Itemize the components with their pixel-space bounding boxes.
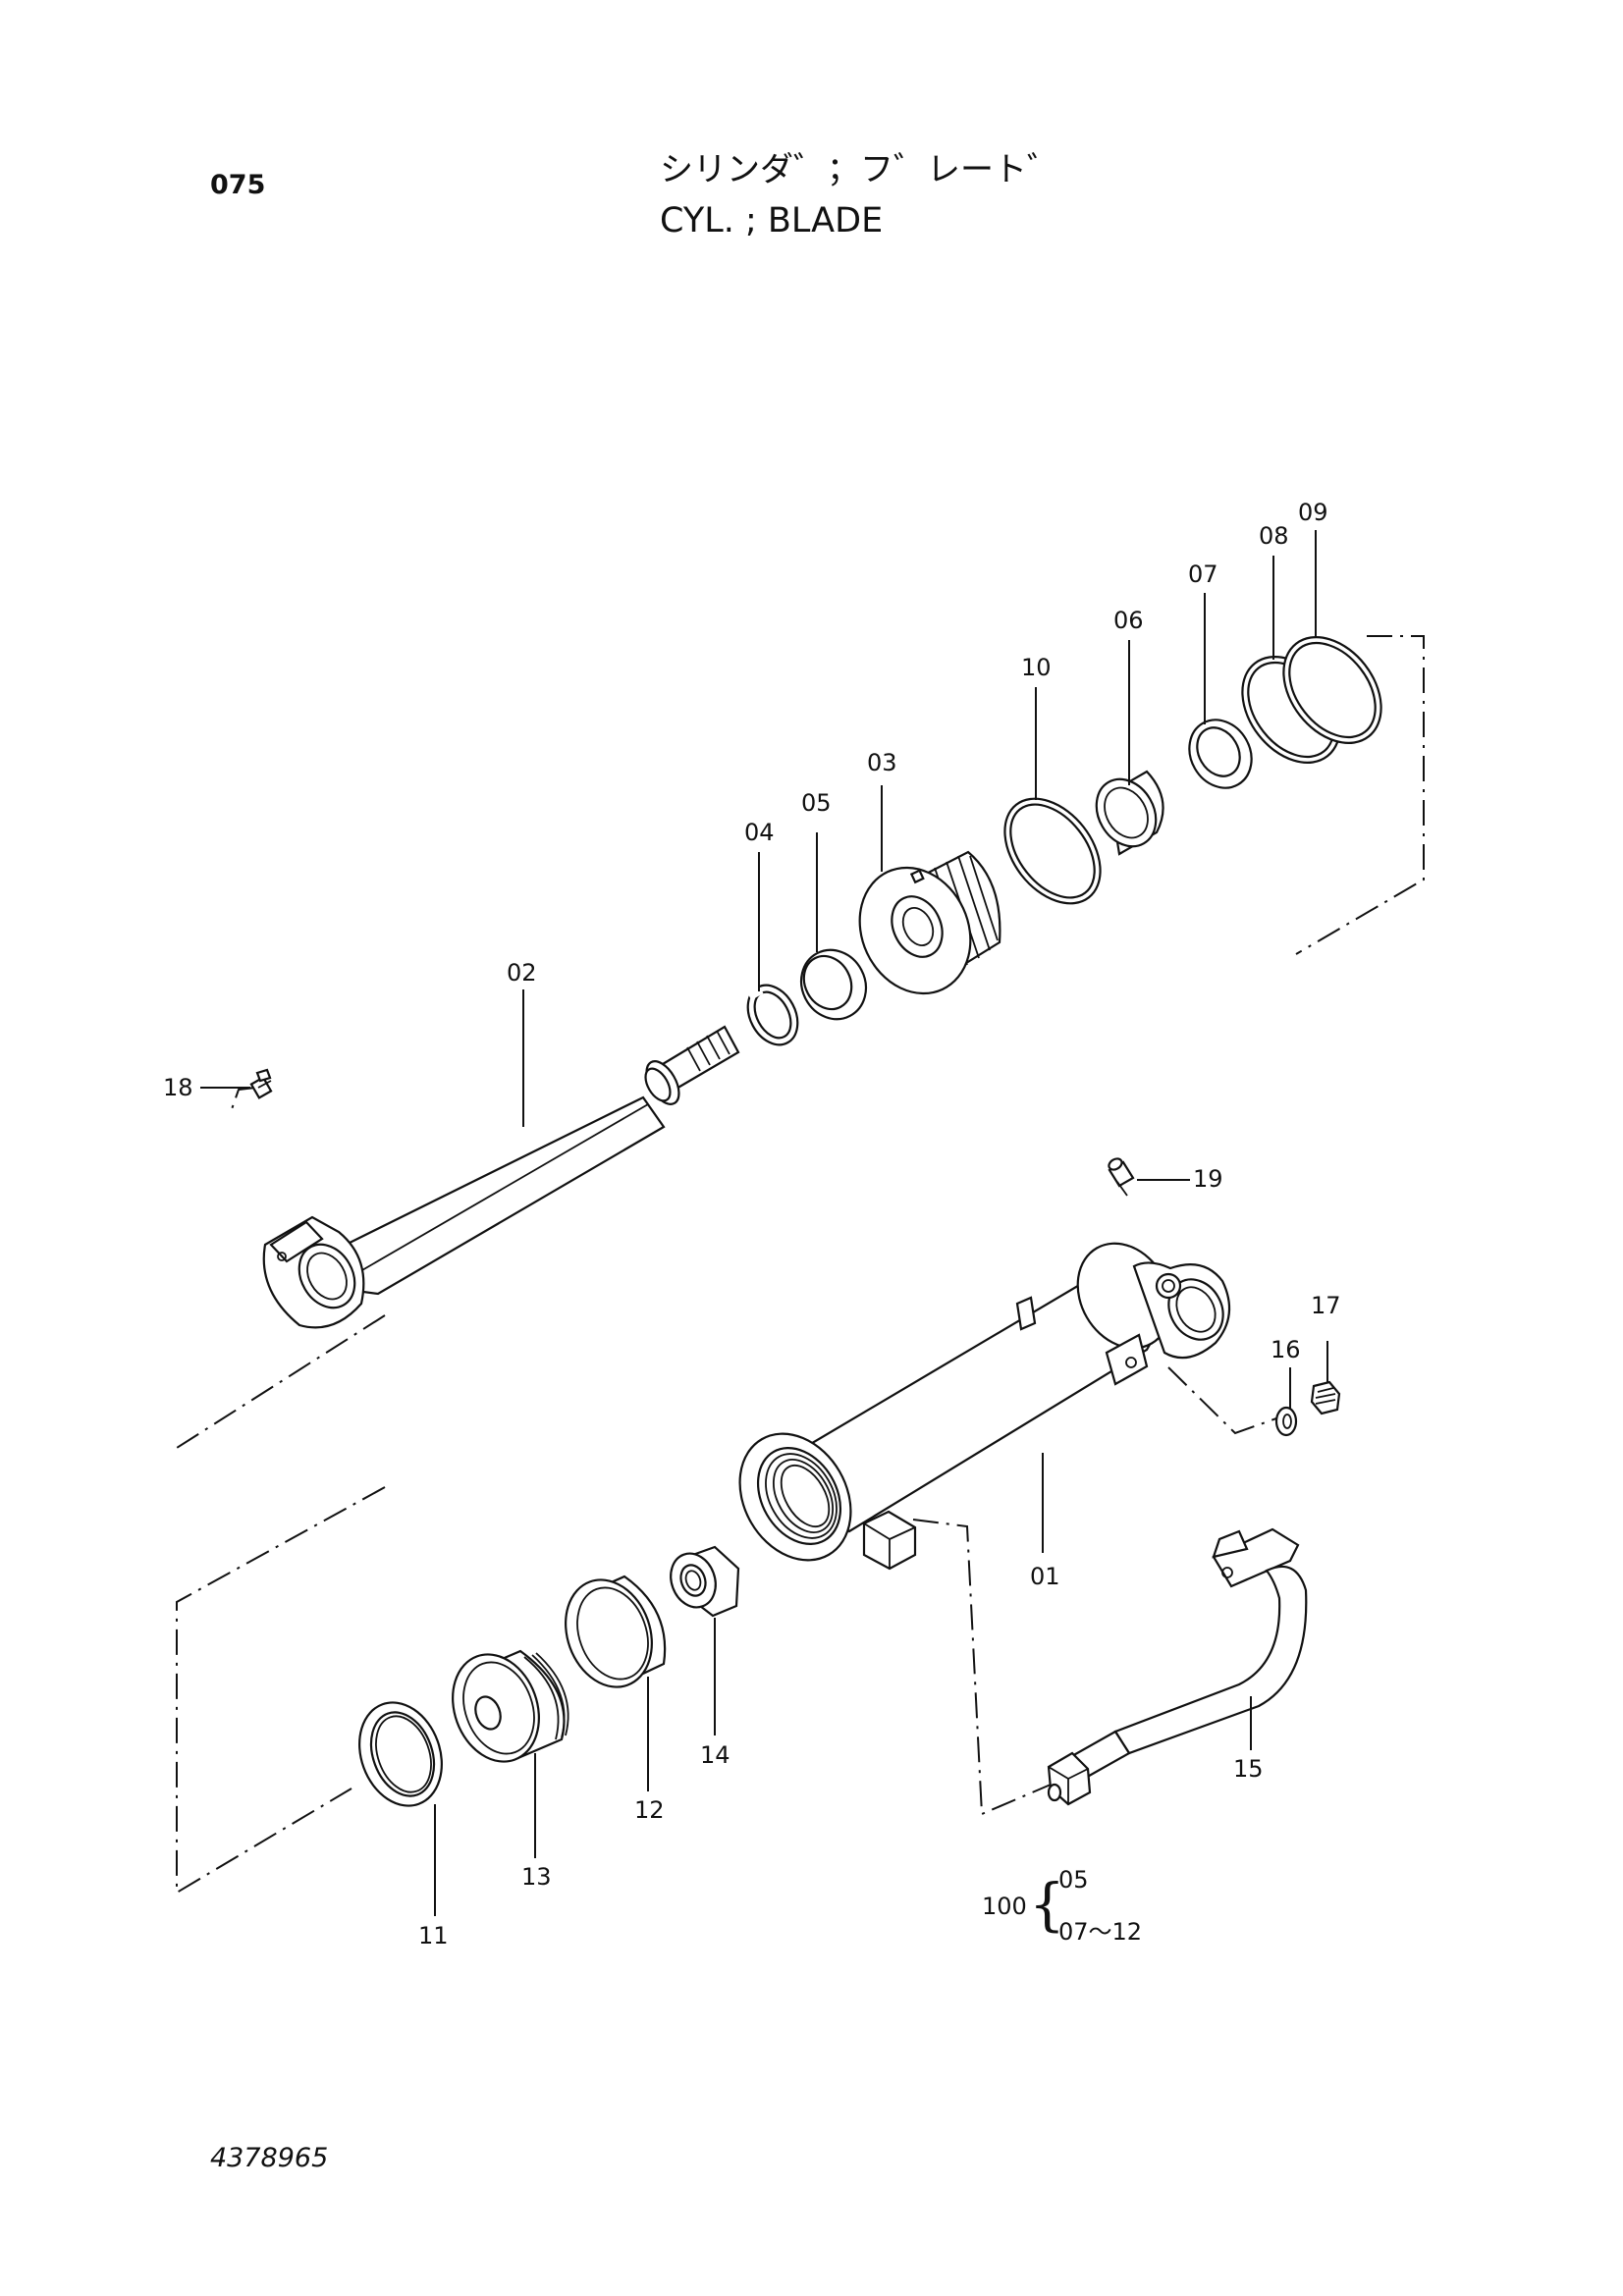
leader-lines [200, 530, 1328, 1916]
drawing-number: 4378965 [210, 2143, 328, 2173]
callout-18[interactable]: 18 [163, 1074, 193, 1101]
part-07-seal[interactable] [1177, 709, 1264, 799]
part-03-cylinder-head[interactable] [839, 849, 1001, 1011]
callout-17[interactable]: 17 [1311, 1292, 1341, 1319]
part-17-bolt[interactable] [1310, 1380, 1341, 1415]
callout-01[interactable]: 01 [1030, 1563, 1060, 1590]
kit-item-2: 07～12 [1058, 1918, 1142, 1946]
callout-08[interactable]: 08 [1259, 522, 1289, 550]
callout-05[interactable]: 05 [801, 789, 832, 817]
part-06-bushing[interactable] [1085, 769, 1167, 857]
callout-03[interactable]: 03 [867, 749, 897, 776]
callout-09[interactable]: 09 [1298, 499, 1328, 526]
part-12-wear-ring[interactable] [551, 1568, 667, 1699]
part-18-grease-fitting[interactable] [249, 1068, 273, 1099]
callout-19[interactable]: 19 [1193, 1165, 1223, 1193]
part-13-piston[interactable] [438, 1642, 569, 1774]
callout-10[interactable]: 10 [1021, 654, 1052, 681]
page-code: 075 [210, 170, 265, 200]
callout-04[interactable]: 04 [744, 819, 775, 846]
part-19-grease-fitting[interactable] [1107, 1156, 1135, 1197]
callout-16[interactable]: 16 [1271, 1336, 1301, 1363]
kit-number[interactable]: 100 [982, 1893, 1027, 1920]
kit-notation: 100 { 05 07～12 [982, 1866, 1142, 1946]
title-english: CYL. ; BLADE [660, 201, 883, 240]
part-04-snap-ring[interactable] [738, 977, 808, 1053]
callout-15[interactable]: 15 [1233, 1755, 1264, 1783]
part-10-o-ring[interactable] [986, 780, 1120, 922]
part-15-pipe[interactable] [1047, 1527, 1308, 1806]
part-14-nut[interactable] [664, 1545, 740, 1618]
title-japanese: シリンダ゛；フ゛レート゛ [660, 150, 1060, 189]
kit-item-1: 05 [1058, 1866, 1089, 1894]
callout-11[interactable]: 11 [418, 1922, 449, 1949]
part-09-o-ring[interactable] [1264, 618, 1401, 762]
callout-02[interactable]: 02 [507, 959, 537, 987]
callouts: 01 02 03 04 05 06 07 08 09 10 11 12 13 1… [163, 499, 1341, 1949]
callout-13[interactable]: 13 [521, 1863, 552, 1891]
part-16-washer[interactable] [1274, 1406, 1298, 1437]
callout-14[interactable]: 14 [700, 1741, 730, 1769]
callout-12[interactable]: 12 [634, 1796, 665, 1824]
part-02-piston-rod[interactable] [262, 1025, 740, 1329]
part-11-seal-ring[interactable] [346, 1691, 456, 1818]
part-05-seal[interactable] [789, 938, 878, 1031]
part-01-cylinder-tube[interactable] [718, 1227, 1234, 1580]
kit-brace: { [1029, 1871, 1065, 1938]
callout-06[interactable]: 06 [1113, 607, 1144, 634]
callout-07[interactable]: 07 [1188, 561, 1218, 588]
